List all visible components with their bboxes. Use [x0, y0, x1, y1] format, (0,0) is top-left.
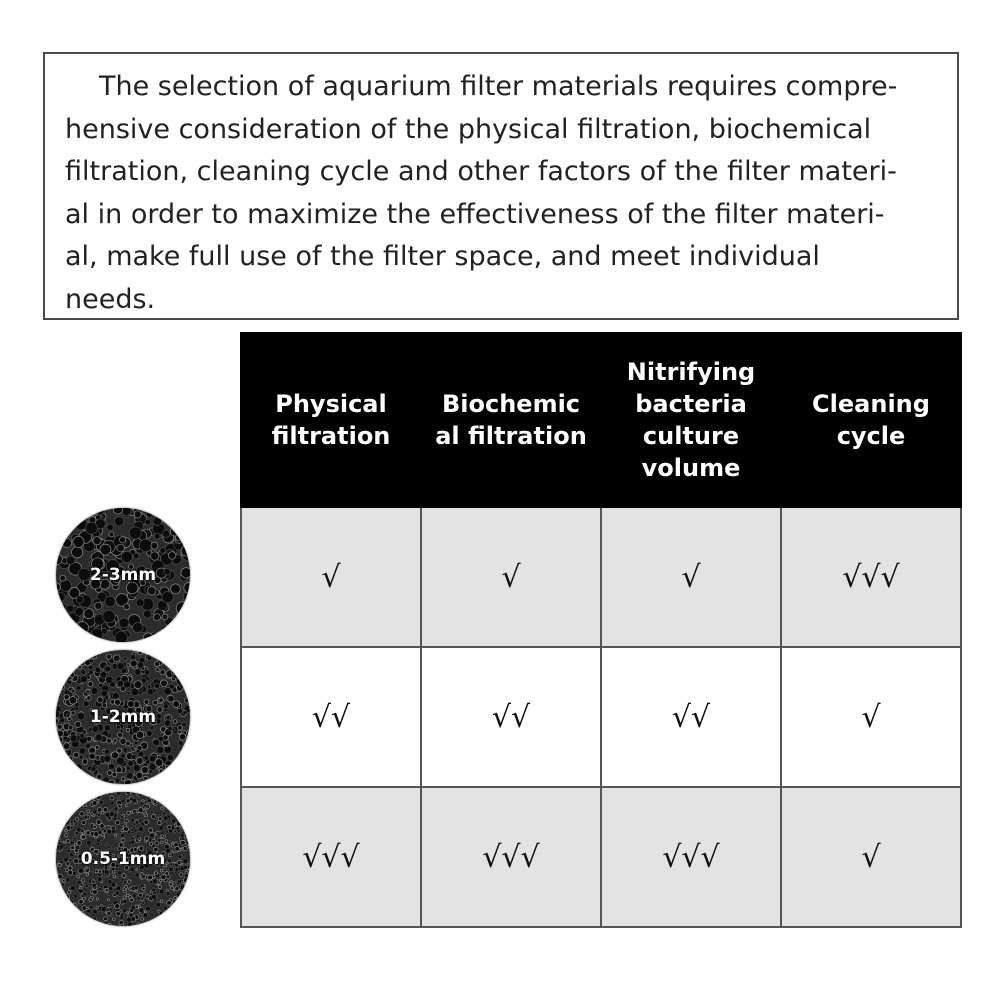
rating-cell: √√√ — [240, 786, 422, 928]
header-biochemical-filtration: Biochemic al filtration — [420, 332, 602, 508]
header-cleaning-cycle: Cleaning cycle — [780, 332, 962, 508]
header-line: Nitrifying — [626, 358, 756, 386]
table-row: √ √ √ √√√ — [240, 506, 962, 648]
intro-paragraph: The selection of aquarium filter materia… — [65, 66, 897, 321]
rating-cell: √√√ — [420, 786, 602, 928]
intro-line: al, make full use of the filter space, a… — [65, 241, 820, 272]
sponge-size-label: 1-2mm — [89, 707, 157, 727]
rating-cell: √ — [780, 646, 962, 788]
header-line: culture — [642, 422, 740, 450]
intro-line: al in order to maximize the effectivenes… — [65, 198, 885, 230]
sponge-texture — [56, 508, 190, 642]
rating-cell: √ — [600, 506, 782, 648]
table-header-row: Physical filtration Biochemic al filtrat… — [240, 332, 962, 508]
sponge-size-label: 0.5-1mm — [80, 849, 166, 869]
header-nitrifying-bacteria: Nitrifying bacteria culture volume — [600, 332, 782, 508]
rating-cell: √ — [420, 506, 602, 648]
intro-text-box: The selection of aquarium filter materia… — [43, 52, 959, 320]
intro-line: The selection of aquarium filter materia… — [99, 71, 898, 102]
intro-line: needs. — [65, 283, 156, 315]
header-line: filtration — [271, 422, 391, 450]
header-line: Cleaning — [812, 390, 930, 418]
rating-cell: √√ — [420, 646, 602, 788]
header-line: al filtration — [435, 422, 587, 450]
sponge-texture — [56, 792, 190, 926]
sponge-medium-image: 1-2mm — [56, 650, 190, 784]
sponge-size-label: 2-3mm — [89, 565, 157, 585]
table-row: √√ √√ √√ √ — [240, 646, 962, 788]
rating-cell: √√√ — [780, 506, 962, 648]
rating-cell: √√ — [600, 646, 782, 788]
rating-cell: √√√ — [600, 786, 782, 928]
table-row: √√√ √√√ √√√ √ — [240, 786, 962, 928]
sponge-fine-image: 0.5-1mm — [56, 792, 190, 926]
sponge-coarse-image: 2-3mm — [56, 508, 190, 642]
rating-cell: √√ — [240, 646, 422, 788]
sponge-texture — [56, 650, 190, 784]
rating-cell: √ — [780, 786, 962, 928]
rating-cell: √ — [240, 506, 422, 648]
header-line: volume — [641, 454, 741, 482]
intro-line: filtration, cleaning cycle and other fac… — [65, 156, 897, 187]
header-line: Physical — [275, 390, 387, 418]
intro-line: hensive consideration of the physical fi… — [65, 113, 872, 145]
header-physical-filtration: Physical filtration — [240, 332, 422, 508]
header-line: cycle — [836, 422, 906, 450]
comparison-table: Physical filtration Biochemic al filtrat… — [240, 332, 962, 928]
header-line: bacteria — [635, 390, 747, 418]
header-line: Biochemic — [441, 390, 581, 418]
